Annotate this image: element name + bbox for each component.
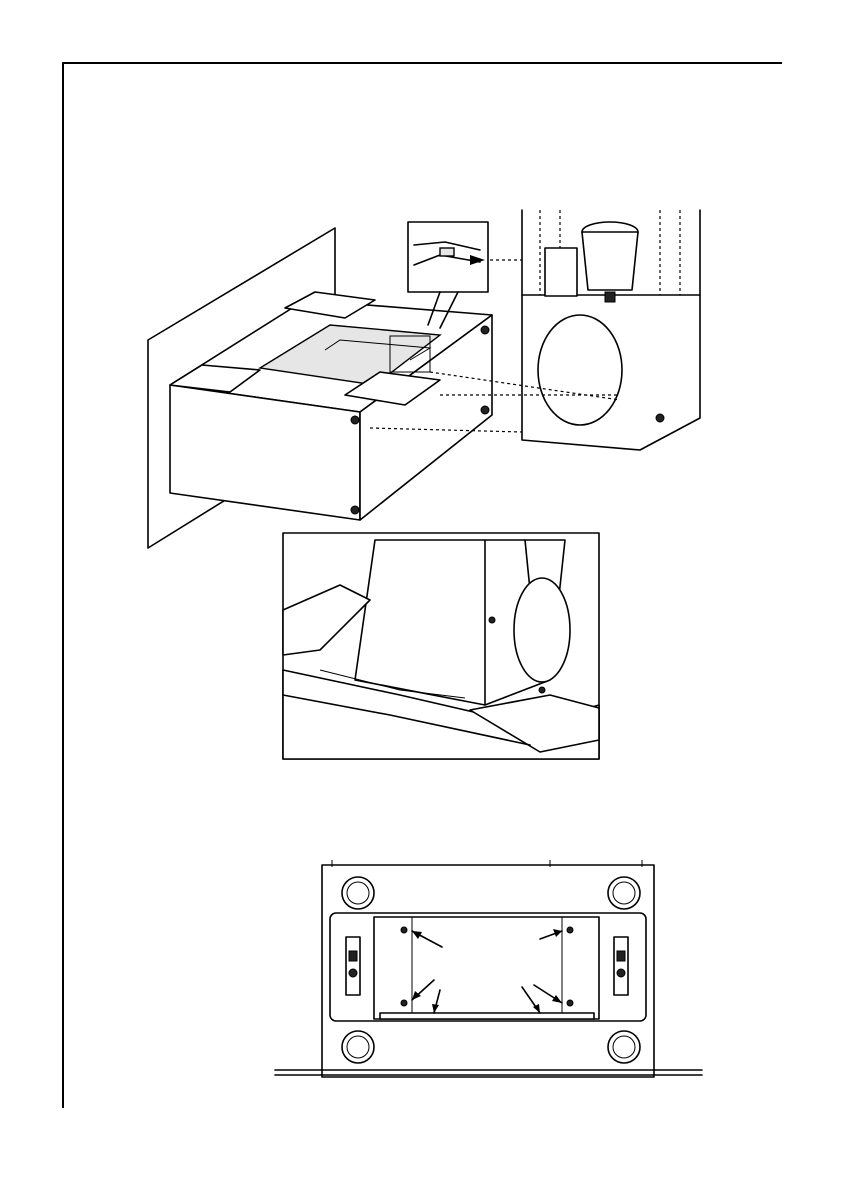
detail-outlet — [514, 578, 570, 682]
screw-3 — [401, 1000, 407, 1006]
screw-2 — [567, 927, 573, 933]
figure-underside-view-drawing — [272, 855, 704, 1087]
fixing-hole-2 — [481, 326, 489, 334]
fixing-hole-3 — [481, 406, 489, 414]
figure-box-detail — [280, 530, 602, 762]
screw-1 — [401, 927, 407, 933]
figure-box-insertion — [140, 200, 720, 555]
figure-box-insertion-drawing — [140, 200, 720, 555]
fixing-hole-1 — [351, 416, 359, 424]
circular-outlet — [538, 315, 622, 425]
switch-right — [614, 937, 628, 995]
page-frame-top-rule — [62, 62, 782, 64]
figure-box-detail-drawing — [280, 530, 602, 762]
switch-left — [346, 937, 360, 995]
figure-underside-view — [272, 855, 704, 1087]
motor-housing — [545, 248, 577, 296]
screw-4 — [567, 1000, 573, 1006]
fixing-hole-4 — [351, 506, 359, 514]
page-frame-left-rule — [62, 62, 64, 1108]
center-panel — [374, 917, 599, 1019]
